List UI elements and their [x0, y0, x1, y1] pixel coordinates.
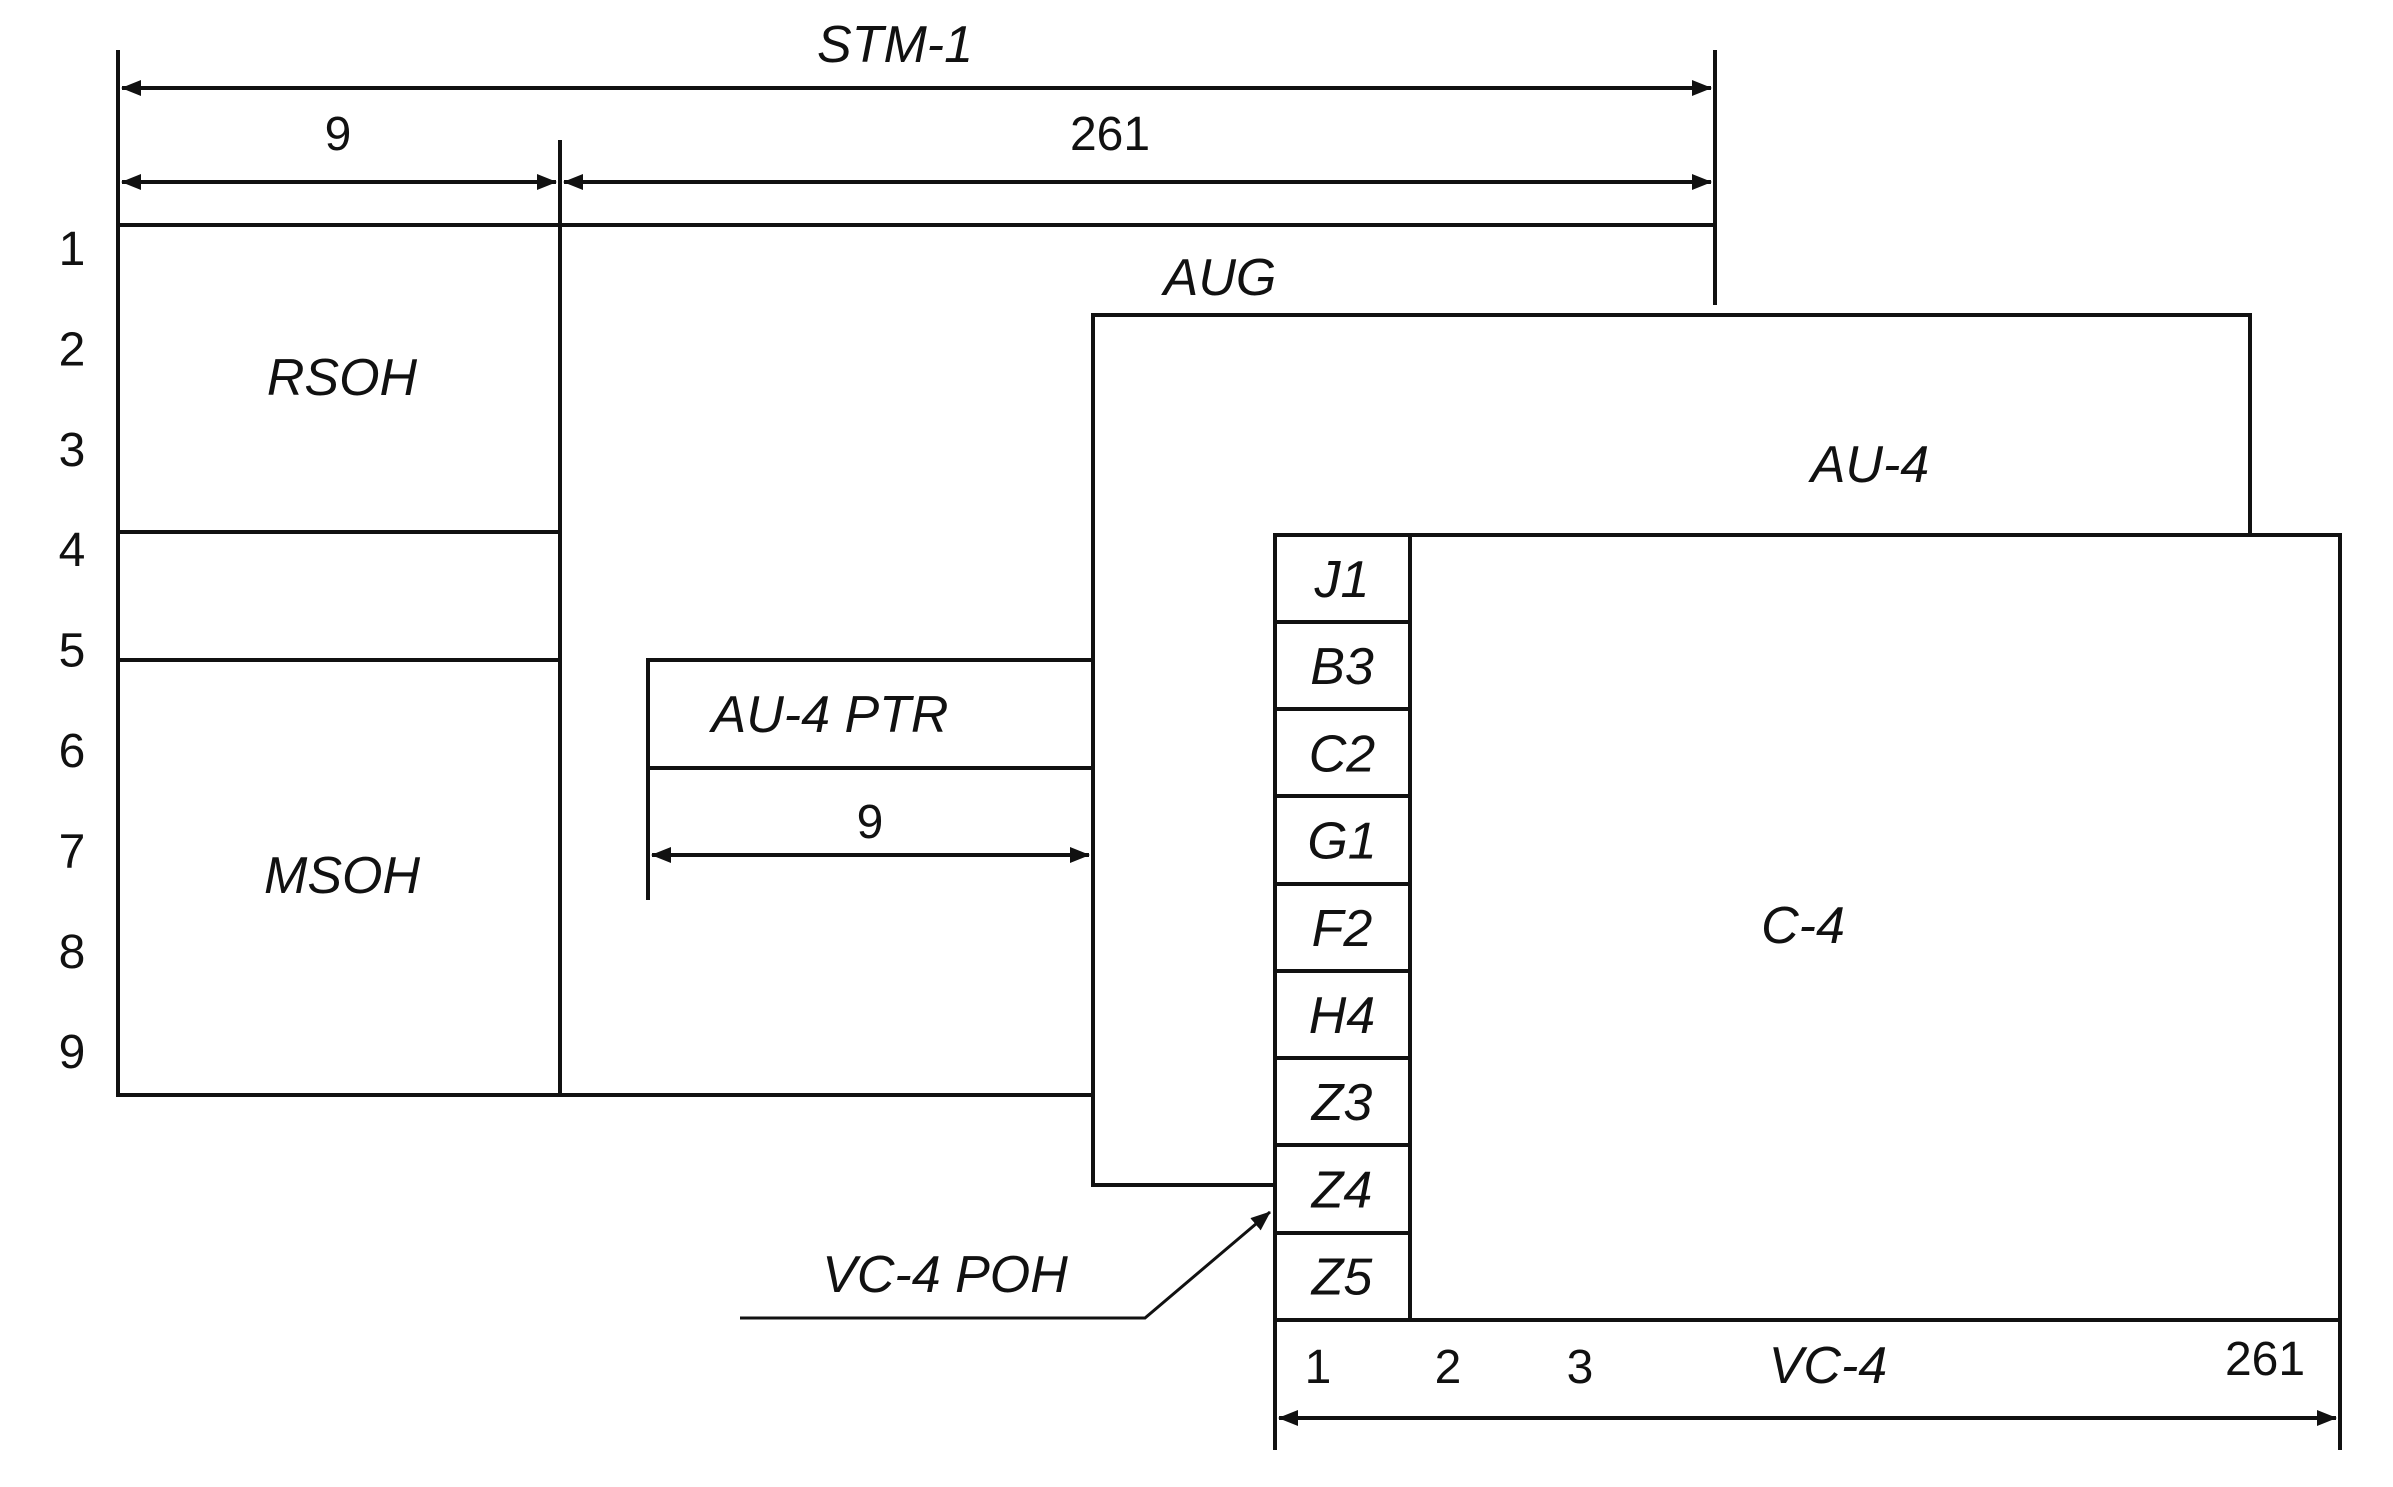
poh-byte-g1: G1	[1307, 813, 1376, 871]
poh-byte-f2: F2	[1312, 900, 1373, 958]
stm1-title: STM-1	[817, 16, 973, 74]
vc4-column-3: 3	[1567, 1341, 1594, 1394]
rsoh-label: RSOH	[267, 349, 418, 407]
poh-byte-z4: Z4	[1310, 1161, 1373, 1219]
c4-label: C-4	[1761, 897, 1845, 955]
row-number: 3	[59, 424, 86, 477]
vc4-label: VC-4	[1769, 1337, 1887, 1395]
row-number: 1	[59, 223, 86, 276]
au4-pointer-label: AU-4 PTR	[709, 686, 949, 744]
poh-row-dividers	[1275, 620, 1410, 1235]
row-number: 2	[59, 323, 86, 376]
vc4-frame	[1273, 533, 2342, 1322]
poh-byte-z3: Z3	[1310, 1074, 1373, 1132]
soh-columns-label: 9	[325, 108, 352, 161]
au4-frame	[1091, 313, 2252, 1187]
au4-pointer-box	[646, 658, 1093, 770]
row-number: 7	[59, 825, 86, 878]
pointer-columns-label: 9	[857, 796, 884, 849]
row-number: 5	[59, 625, 86, 678]
msoh-label: MSOH	[264, 847, 420, 905]
au4-label: AU-4	[1808, 436, 1929, 494]
row-number: 6	[59, 725, 86, 778]
poh-byte-b3: B3	[1310, 638, 1374, 696]
poh-byte-c2: C2	[1309, 725, 1376, 783]
vc4-column-2: 2	[1435, 1341, 1462, 1394]
row-number: 9	[59, 1026, 86, 1079]
vc4-column-1: 1	[1305, 1341, 1332, 1394]
row-number: 8	[59, 926, 86, 979]
row-numbers: 1 2 3 4 5 6 7 8 9	[59, 223, 86, 1079]
vc4-last-column: 261	[2225, 1333, 2305, 1386]
poh-leader-line	[740, 1210, 1271, 1320]
payload-columns-label: 261	[1070, 108, 1150, 161]
poh-byte-h4: H4	[1309, 987, 1375, 1045]
poh-byte-j1: J1	[1314, 551, 1370, 609]
row-number: 4	[59, 524, 86, 577]
aug-label: AUG	[1161, 249, 1277, 307]
poh-byte-z5: Z5	[1310, 1249, 1374, 1307]
vc4-poh-label: VC-4 POH	[822, 1246, 1068, 1304]
